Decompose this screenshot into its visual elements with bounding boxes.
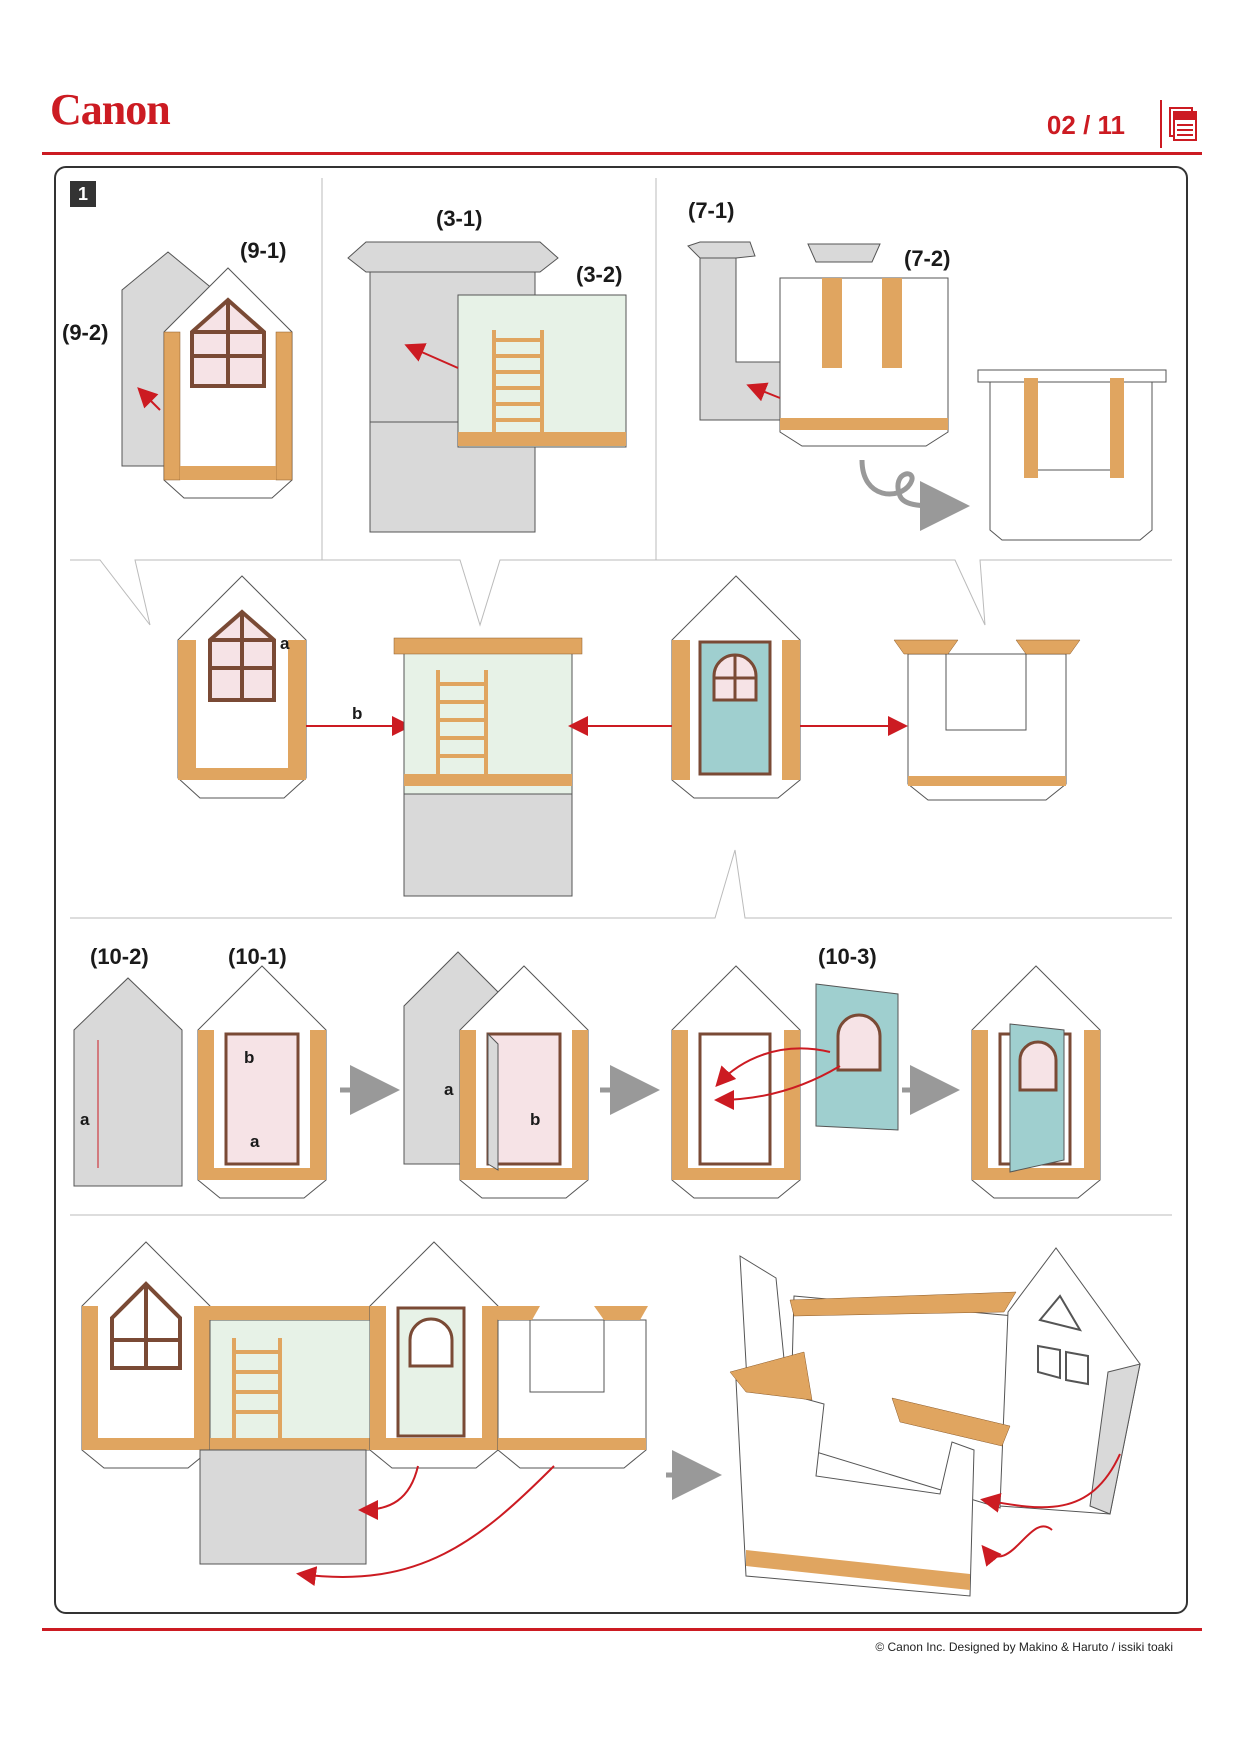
pages-icon[interactable]	[1160, 100, 1200, 153]
label-10-3: (10-3)	[818, 944, 877, 969]
step-number: 1	[70, 181, 96, 207]
fold-mark-b: b	[530, 1110, 541, 1129]
door-insert-step	[671, 965, 899, 1199]
cut-mark-a: a	[444, 1080, 454, 1099]
label-3-2: (3-2)	[576, 262, 623, 287]
wall-piece-10-2	[73, 977, 183, 1187]
copyright-credit: © Canon Inc. Designed by Makino & Haruto…	[875, 1640, 1173, 1654]
wall-piece-7-2	[779, 243, 949, 447]
wall-piece-10-1	[197, 965, 327, 1199]
panel-dividers	[70, 178, 1172, 1216]
label-7-1: (7-1)	[688, 198, 735, 223]
canon-logo: Canon	[50, 85, 171, 134]
footer-rule	[42, 1628, 1202, 1631]
label-10-1: (10-1)	[228, 944, 287, 969]
header-rule	[42, 152, 1202, 155]
assembled-house-3d	[729, 1247, 1141, 1597]
assembled-open-wall	[893, 639, 1081, 801]
wall-piece-3-2	[457, 294, 627, 448]
assembled-door-wall	[671, 575, 801, 799]
page-number: 02 / 11	[1046, 110, 1125, 140]
assembled-ladder-wall	[393, 637, 583, 897]
folding-step-10	[403, 951, 589, 1199]
cut-mark-a: a	[80, 1110, 90, 1129]
door-fitted-wall	[971, 965, 1101, 1199]
flat-layout	[81, 1241, 648, 1565]
label-10-2: (10-2)	[90, 944, 149, 969]
label-9-2: (9-2)	[62, 320, 109, 345]
fold-mark-b: b	[352, 704, 363, 723]
wall-piece-9-1	[163, 267, 293, 499]
cut-mark-a: a	[280, 634, 290, 653]
instruction-panel	[54, 166, 1188, 1614]
fold-mark-b: b	[244, 1048, 255, 1067]
folded-piece-7	[977, 369, 1167, 541]
label-9-1: (9-1)	[240, 238, 287, 263]
label-3-1: (3-1)	[436, 206, 483, 231]
label-7-2: (7-2)	[904, 246, 951, 271]
cut-mark-a: a	[250, 1132, 260, 1151]
assembled-window-wall	[177, 575, 307, 799]
